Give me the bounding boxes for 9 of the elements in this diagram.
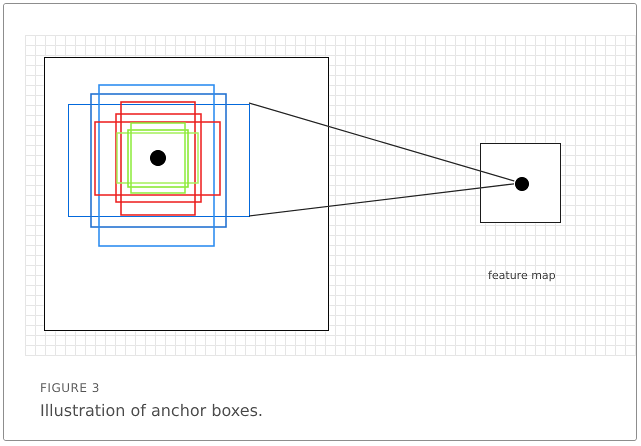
figure-title: FIGURE 3 xyxy=(40,381,100,395)
map-label: feature map xyxy=(488,269,556,282)
image-box xyxy=(44,57,329,331)
anchor-box xyxy=(68,104,250,217)
feature-point xyxy=(515,177,529,191)
projection-line xyxy=(248,183,514,217)
projection-line xyxy=(248,102,514,182)
feature-map-box xyxy=(480,143,561,223)
figure-caption: Illustration of anchor boxes. xyxy=(40,401,264,420)
